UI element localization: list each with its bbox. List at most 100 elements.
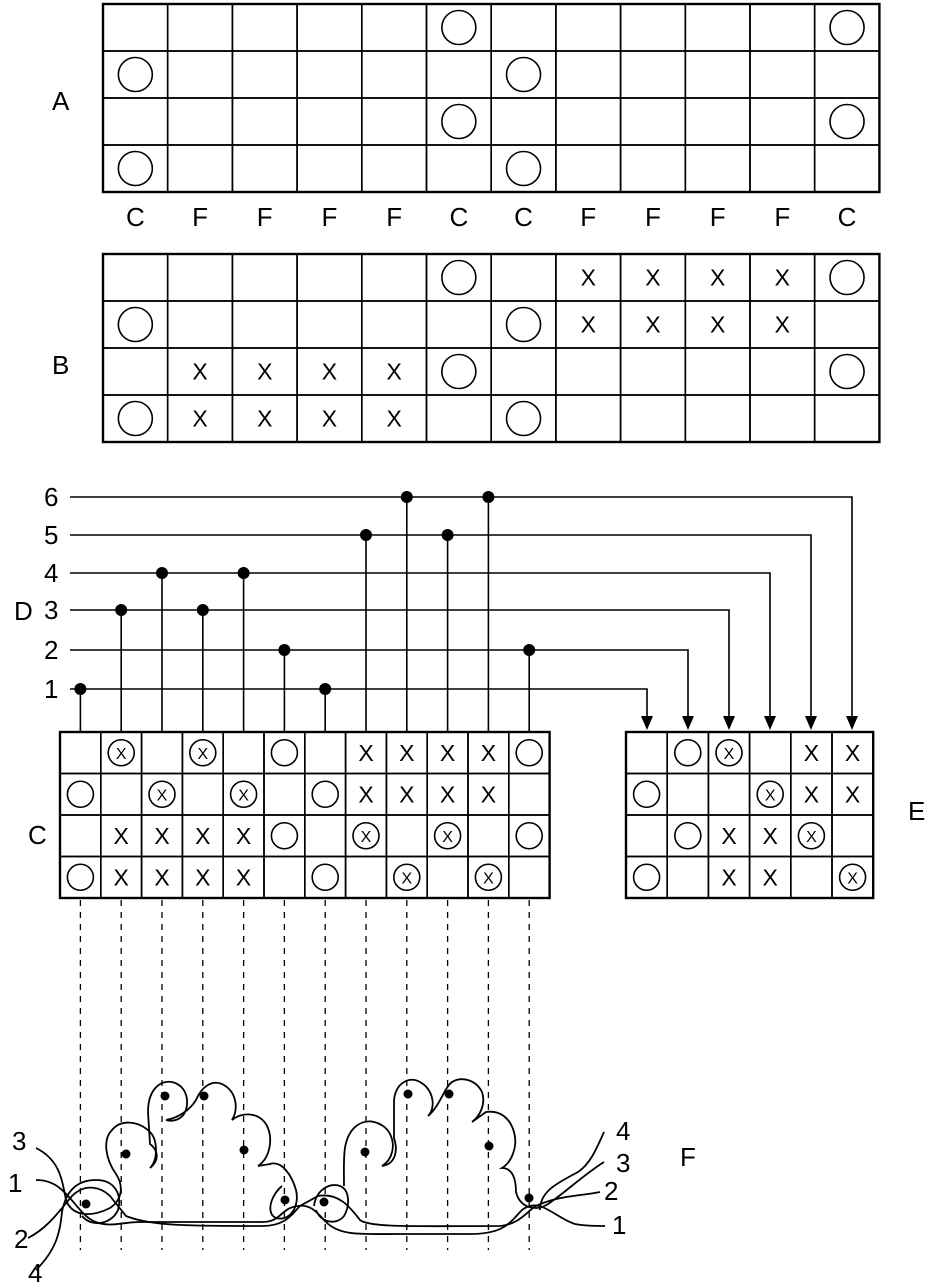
grid-cell — [102, 144, 169, 193]
grid-cell — [102, 394, 169, 443]
circle-mark — [829, 259, 865, 296]
circle-mark — [392, 863, 421, 892]
grid-cell: X — [684, 300, 751, 349]
cross-mark: X — [845, 781, 860, 807]
grid-cell: X — [467, 731, 510, 775]
grid-cell — [231, 50, 298, 99]
grid-cell: X — [426, 814, 469, 858]
cross-mark: X — [192, 406, 207, 432]
column-label: F — [257, 202, 273, 232]
cross-mark: X — [322, 406, 337, 432]
grid-cell: X — [748, 855, 792, 899]
thread-dot — [199, 1091, 209, 1101]
circle-mark — [673, 738, 702, 767]
grid-cell — [102, 50, 169, 99]
grid-cell: X — [100, 814, 143, 858]
cross-mark: X — [386, 359, 401, 385]
cross-mark: X — [238, 787, 249, 804]
circle-mark — [441, 353, 477, 390]
cross-mark: X — [721, 864, 736, 890]
cross-mark: X — [721, 823, 736, 849]
grid-cell: X — [222, 814, 265, 858]
grid-cell — [166, 3, 234, 52]
cross-mark: X — [765, 787, 776, 804]
thread-dot — [403, 1089, 413, 1099]
thread-end-left-3: 3 — [12, 1126, 26, 1156]
grid-cell — [507, 772, 551, 816]
cross-mark: X — [581, 265, 596, 291]
grid-cell — [303, 814, 347, 858]
grid-cell — [303, 772, 347, 816]
grid-cell — [813, 300, 881, 349]
circle-mark — [66, 780, 95, 809]
shaft-node — [441, 529, 454, 541]
cross-mark: X — [114, 864, 129, 890]
grid-cell: X — [344, 731, 388, 775]
grid-cell — [619, 347, 687, 396]
grid-cell — [166, 50, 234, 99]
circle-mark — [117, 306, 154, 343]
cross-mark: X — [645, 312, 660, 338]
grid-cell — [490, 300, 557, 349]
cross-mark: X — [257, 359, 272, 385]
thread-2-path — [27, 1186, 601, 1239]
cross-mark: X — [114, 823, 129, 849]
circle-mark — [311, 780, 340, 809]
grid-cell — [749, 347, 816, 396]
grid-cell — [619, 144, 687, 193]
grid-cell — [625, 855, 669, 899]
grid-cell — [303, 731, 347, 775]
grid-cell — [813, 3, 881, 52]
grid-cell: X — [385, 772, 428, 816]
grid-cell: X — [789, 772, 833, 816]
shaft-node — [400, 491, 413, 503]
shaft-node — [115, 604, 128, 616]
grid-cell — [344, 855, 388, 899]
cross-mark: X — [361, 829, 372, 846]
thread-dot — [360, 1147, 370, 1157]
grid-cell: X — [140, 855, 184, 899]
grid-cell — [166, 300, 234, 349]
shaft-node — [360, 529, 372, 541]
grid-cell: X — [684, 253, 751, 302]
grid-cell: X — [100, 855, 143, 899]
circle-mark — [797, 821, 826, 850]
grid-cell — [102, 97, 169, 146]
grid-cell — [707, 772, 751, 816]
thread-end-right-4: 4 — [616, 1116, 630, 1146]
grid-cell — [425, 347, 492, 396]
shaft-line — [70, 649, 689, 722]
column-label: F — [386, 202, 402, 232]
grid-cell — [749, 394, 816, 443]
shaft-line — [70, 609, 730, 722]
grid-cell — [490, 97, 557, 146]
grid-cell — [490, 394, 557, 443]
grid-cell — [490, 144, 557, 193]
label-d: D — [14, 596, 33, 626]
grid-cell — [666, 731, 710, 775]
cross-mark: X — [847, 870, 858, 887]
grid-cell: X — [789, 731, 833, 775]
circle-mark — [229, 780, 258, 809]
grid-cell — [360, 253, 428, 302]
column-label: F — [192, 202, 208, 232]
circle-mark — [441, 103, 477, 140]
grid-cell — [303, 855, 347, 899]
cross-mark: X — [775, 265, 790, 291]
grid-cell — [619, 97, 687, 146]
column-label: C — [126, 202, 145, 232]
shaft-label: 6 — [44, 482, 58, 512]
grid-cell — [425, 394, 492, 443]
thread-end-left-2: 2 — [14, 1224, 28, 1254]
grid-cell — [507, 731, 551, 775]
circle-mark — [117, 56, 154, 93]
grid-cell — [490, 253, 557, 302]
grid-cell — [490, 50, 557, 99]
circle-mark — [505, 306, 542, 343]
grid-cell — [813, 394, 881, 443]
label-b: B — [52, 350, 69, 380]
cross-mark: X — [236, 823, 251, 849]
thread-end-left-1: 1 — [8, 1168, 22, 1198]
cross-mark: X — [358, 740, 373, 766]
